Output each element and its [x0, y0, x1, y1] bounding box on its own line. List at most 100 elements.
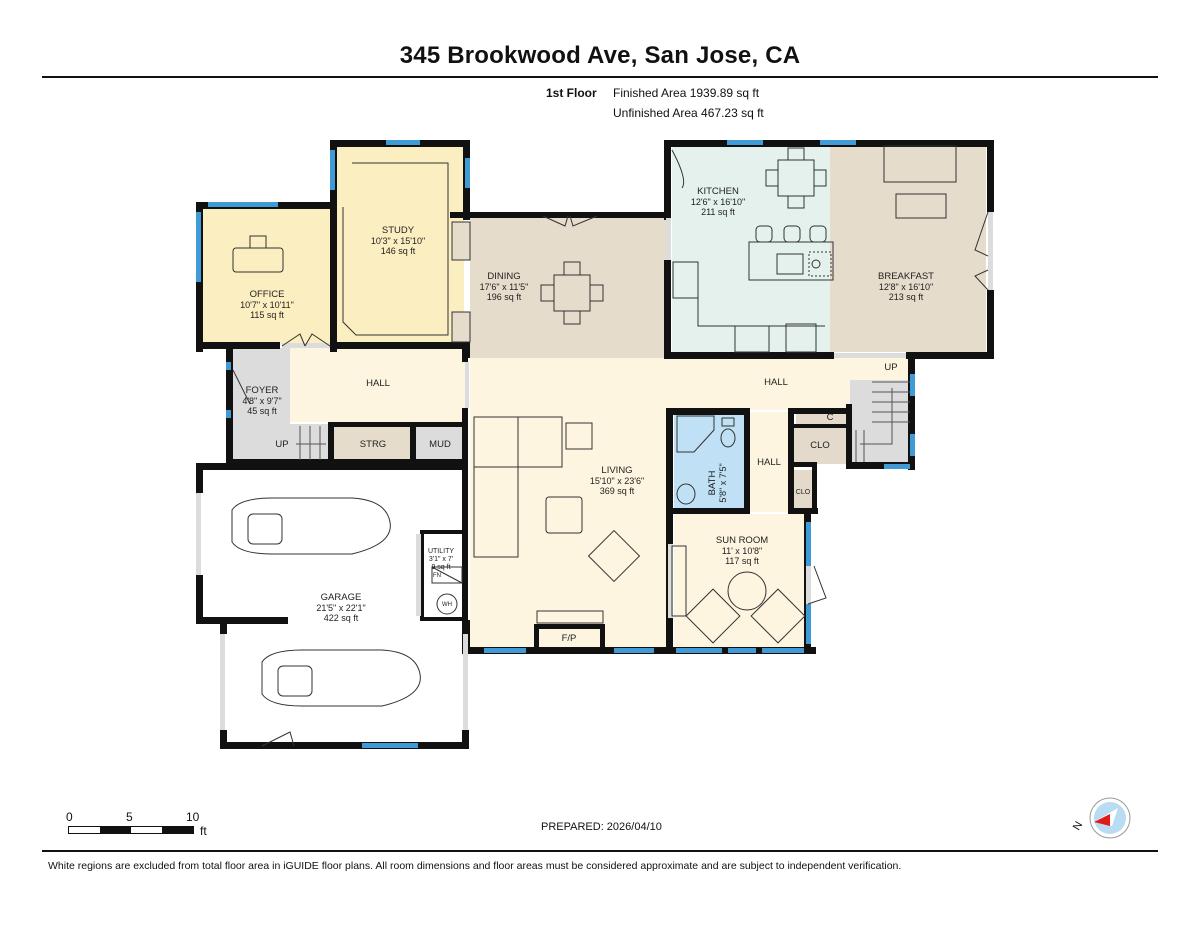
bath-fixtures — [676, 415, 736, 505]
sunroom-furniture — [671, 545, 806, 644]
compass-north-label: N — [1070, 819, 1086, 833]
dining-fill — [470, 216, 666, 358]
room-area: 422 sq ft — [323, 613, 359, 623]
bath-fill — [674, 414, 746, 510]
room-area: 146 sq ft — [380, 246, 416, 256]
fixture-label: FN — [433, 573, 441, 579]
kitchen-fixtures — [672, 145, 957, 353]
room-area: 213 sq ft — [888, 292, 924, 302]
room-sunroom: SUN ROOM 11' x 10'8" 117 sq ft — [715, 535, 769, 567]
living-furniture — [473, 416, 641, 624]
room-strg: STRG — [360, 440, 386, 450]
closet-1-fill — [792, 428, 846, 464]
room-name: BATH — [707, 470, 718, 496]
finished-area: Finished Area 1939.89 sq ft — [613, 86, 760, 100]
room-name: OFFICE — [249, 289, 285, 300]
room-dims: 3'1" x 7' — [428, 556, 454, 563]
room-dims: 15'10" x 23'6" — [589, 476, 645, 486]
room-living: LIVING 15'10" x 23'6" 369 sq ft — [589, 465, 645, 497]
room-name: FOYER — [245, 385, 279, 396]
fireplace: F/P — [562, 634, 577, 644]
prepared-date: PREPARED: 2026/04/10 — [541, 821, 662, 833]
room-closet-c: C — [827, 413, 834, 423]
room-kitchen: KITCHEN 12'6" x 16'10" 211 sq ft — [690, 186, 746, 218]
room-dims: 10'7" x 10'11" — [240, 300, 294, 310]
room-name: HALL — [366, 378, 390, 389]
room-dims: 12'6" x 16'10" — [690, 197, 746, 207]
header-divider — [42, 76, 1158, 78]
room-name: SUN ROOM — [715, 535, 769, 546]
scale-bar-graphic — [68, 826, 194, 834]
room-name: STUDY — [381, 225, 415, 236]
stairs-up-west: UP — [275, 440, 288, 450]
room-name: HALL — [764, 377, 788, 388]
room-hall-east: HALL — [764, 378, 788, 388]
room-area: 9 sq ft — [431, 564, 451, 571]
stairs-up-east: UP — [884, 363, 897, 373]
room-name: MUD — [429, 439, 451, 450]
water-heater: WH — [442, 600, 452, 610]
unfinished-area: Unfinished Area 467.23 sq ft — [613, 106, 764, 120]
room-study: STUDY 10'3" x 15'10" 146 sq ft — [370, 225, 426, 257]
floor-plan — [196, 140, 994, 749]
utility-fixtures — [431, 566, 463, 615]
room-area: 115 sq ft — [250, 310, 284, 320]
breakfast-fill — [830, 146, 986, 352]
room-hall-small: HALL — [757, 458, 781, 468]
room-closet-2: CLO — [796, 488, 810, 498]
hall-small-fill — [750, 412, 788, 512]
kitchen-fill — [672, 146, 830, 352]
room-name: HALL — [757, 457, 781, 468]
footer-divider — [42, 850, 1158, 852]
room-name: BREAKFAST — [878, 271, 934, 282]
room-dims: 4'8" x 9'7" — [242, 396, 282, 406]
room-name: CLO — [810, 440, 830, 451]
room-name: CLO — [795, 489, 811, 496]
room-name: KITCHEN — [697, 186, 739, 197]
hall-east-fill — [470, 358, 910, 410]
study-counter — [342, 162, 449, 336]
page-title: 345 Brookwood Ave, San Jose, CA — [399, 42, 801, 69]
fixture-label: WH — [442, 602, 452, 608]
room-closet-1: CLO — [810, 441, 830, 451]
doors — [232, 149, 989, 747]
room-utility: UTILITY 3'1" x 7' 9 sq ft — [428, 548, 454, 572]
scale-tick-10: 10 — [186, 810, 200, 824]
room-hall-west: HALL — [366, 379, 390, 389]
room-area: 196 sq ft — [486, 292, 522, 302]
room-foyer: FOYER 4'8" x 9'7" 45 sq ft — [242, 385, 282, 417]
sunroom-fill — [674, 514, 810, 650]
stairs — [296, 381, 910, 462]
room-name: C — [826, 412, 834, 423]
scale-tick-5: 5 — [126, 810, 133, 824]
dining-table — [540, 261, 604, 325]
scale-unit: ft — [200, 824, 207, 838]
scale-tick-0: 0 — [66, 810, 73, 824]
room-area: 117 sq ft — [725, 556, 759, 566]
room-dims: 17'6" x 11'5" — [479, 282, 529, 292]
closet-2-fill — [792, 470, 814, 510]
room-dims: 11' x 10'8" — [721, 546, 763, 556]
room-dining: DINING 17'6" x 11'5" 196 sq ft — [479, 271, 529, 303]
living-fill — [470, 410, 666, 650]
windows — [196, 140, 915, 748]
fixture-label: F/P — [561, 633, 577, 644]
room-fills — [202, 146, 986, 650]
stairs-label: UP — [275, 439, 289, 450]
stairs-east-fill — [850, 380, 912, 466]
floor-label: 1st Floor — [546, 86, 597, 100]
room-name: LIVING — [601, 465, 633, 476]
room-office: OFFICE 10'7" x 10'11" 115 sq ft — [240, 289, 294, 321]
room-breakfast: BREAKFAST 12'8" x 16'10" 213 sq ft — [878, 271, 934, 303]
room-area: 369 sq ft — [599, 486, 635, 496]
room-name: DINING — [487, 271, 521, 282]
room-dims: 10'3" x 15'10" — [370, 236, 426, 246]
mud-fill — [416, 426, 464, 462]
study-fill — [336, 146, 464, 345]
room-area: 45 sq ft — [247, 406, 277, 416]
strg-fill — [334, 426, 412, 462]
room-name: GARAGE — [320, 592, 362, 603]
hall-west-fill — [290, 348, 466, 422]
stairs-label: UP — [884, 362, 898, 373]
compass-icon — [1089, 797, 1131, 839]
